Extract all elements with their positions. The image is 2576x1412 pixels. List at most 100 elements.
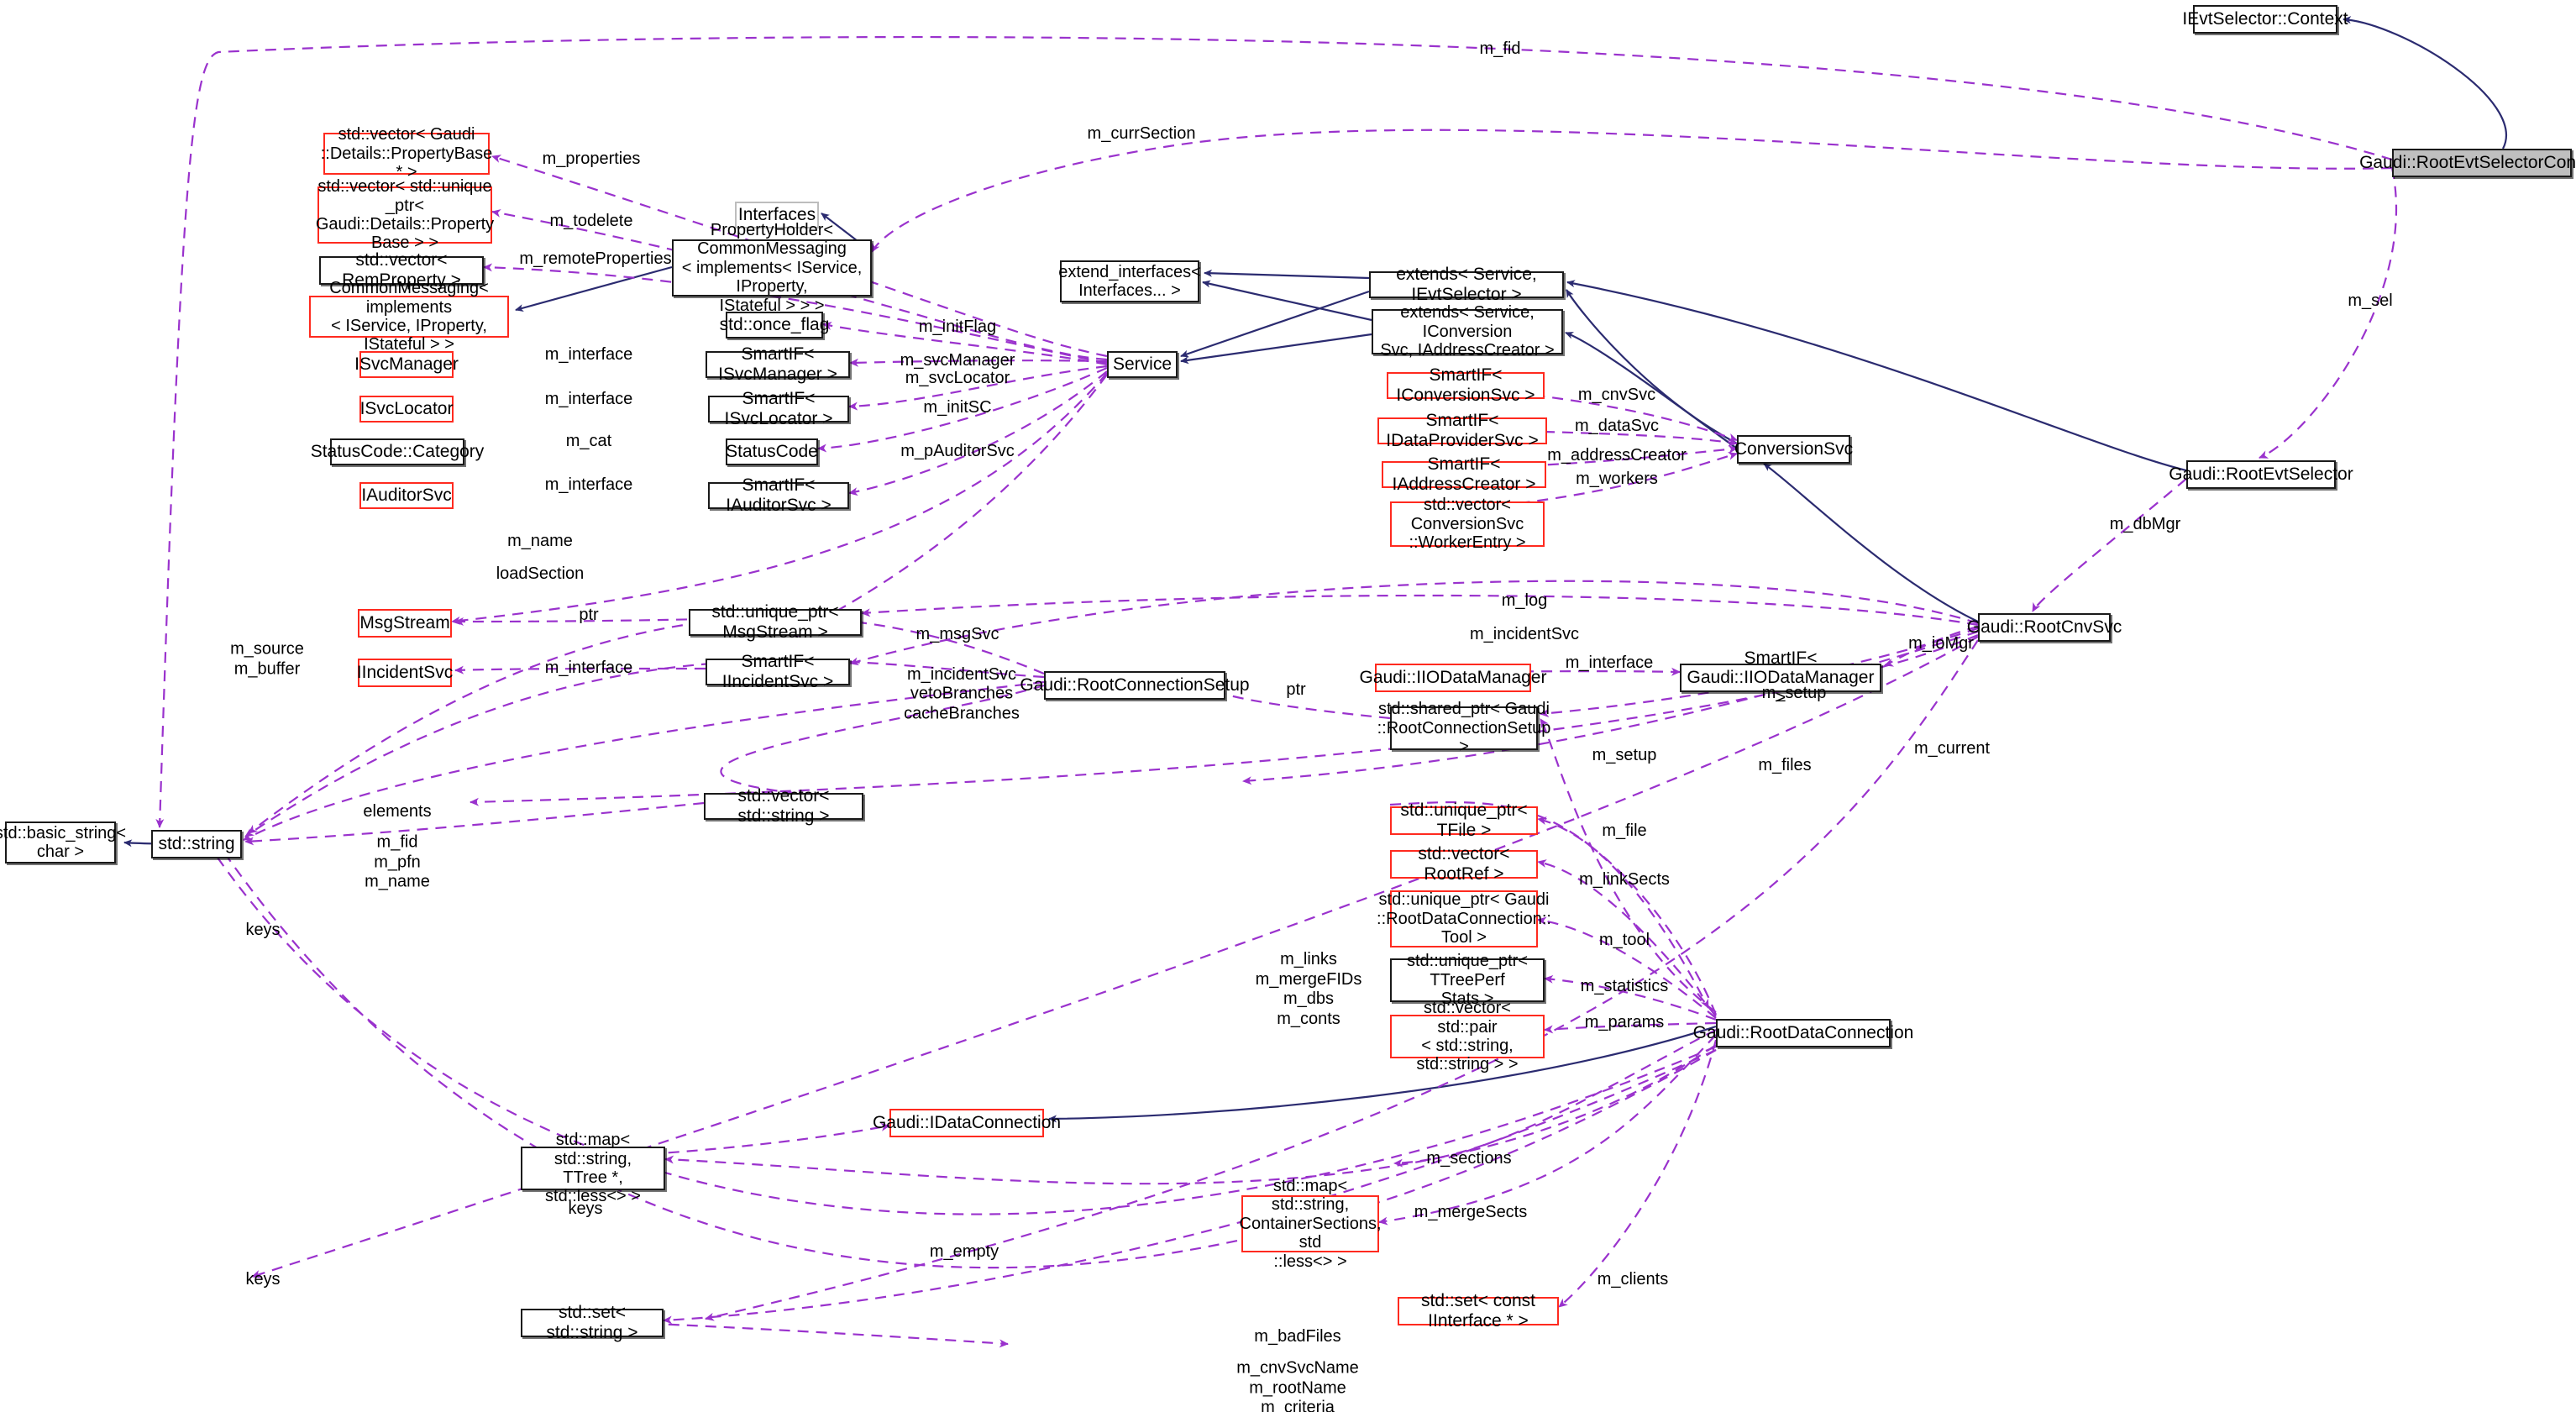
class-node-shared_setup[interactable]: std::shared_ptr< Gaudi ::RootConnectionS… bbox=[1377, 700, 1551, 757]
edge-label-m_links_group: m_links m_mergeFIDs m_dbs m_conts bbox=[1255, 949, 1362, 1028]
edge-label-m_statistics: m_statistics bbox=[1580, 977, 1669, 996]
class-node-statuscode[interactable]: StatusCode bbox=[726, 438, 818, 465]
class-node-isvcmanager[interactable]: ISvcManager bbox=[354, 351, 459, 378]
edge-label-m_interface_5: m_interface bbox=[544, 659, 633, 678]
class-node-set_iface[interactable]: std::set< const IInterface * > bbox=[1398, 1291, 1559, 1331]
edge-label-m_source_buffer: m_source m_buffer bbox=[230, 639, 304, 678]
class-node-ievtsel_ctx[interactable]: IEvtSelector::Context bbox=[2182, 5, 2348, 34]
edge-label-ptr_1: ptr bbox=[579, 606, 599, 625]
edge-label-keys_2: keys bbox=[568, 1199, 603, 1219]
edge-label-keys_1: keys bbox=[245, 921, 281, 940]
class-node-uniq_msgstream[interactable]: std::unique_ptr< MsgStream > bbox=[689, 602, 862, 642]
class-node-rootcnvsvc[interactable]: Gaudi::RootCnvSvc bbox=[1967, 613, 2122, 642]
class-node-map_ttree[interactable]: std::map< std::string, TTree *, std::les… bbox=[521, 1131, 665, 1205]
edge-label-m_mergeSects: m_mergeSects bbox=[1414, 1203, 1528, 1222]
edge-label-loadSection: loadSection bbox=[496, 564, 585, 584]
edge-label-m_initFlag: m_initFlag bbox=[918, 318, 997, 337]
class-node-rootevtselctx[interactable]: Gaudi::RootEvtSelectorContext bbox=[2359, 149, 2576, 177]
class-node-vec_rootref[interactable]: std::vector< RootRef > bbox=[1390, 844, 1538, 884]
edge-label-m_cnvSvc: m_cnvSvc bbox=[1577, 386, 1656, 405]
class-node-vec_uniq_prop[interactable]: std::vector< std::unique _ptr< Gaudi::De… bbox=[315, 177, 495, 253]
class-node-vec_remprop[interactable]: std::vector< RemProperty > bbox=[319, 250, 484, 290]
class-node-isvclocator[interactable]: ISvcLocator bbox=[359, 396, 454, 423]
class-node-once_flag[interactable]: std::once_flag bbox=[720, 312, 829, 339]
edge-label-m_names_group: m_cnvSvcName m_rootName m_criteria bbox=[1236, 1358, 1359, 1412]
class-node-smartif_dpsvc[interactable]: SmartIF< IDataProviderSvc > bbox=[1377, 411, 1547, 450]
class-node-msgstream[interactable]: MsgStream bbox=[358, 609, 452, 638]
class-node-iiodatamgr[interactable]: Gaudi::IIODataManager bbox=[1360, 664, 1546, 692]
edge-label-m_badFiles: m_badFiles bbox=[1254, 1327, 1341, 1346]
class-node-vec_string[interactable]: std::vector< std::string > bbox=[704, 786, 863, 826]
edge-label-m_setup_2: m_setup bbox=[1592, 746, 1657, 765]
edge-label-m_interface_2: m_interface bbox=[544, 390, 633, 409]
edge-label-m_fid_pfn_name: m_fid m_pfn m_name bbox=[365, 832, 430, 891]
edge-label-m_ioMgr: m_ioMgr bbox=[1908, 634, 1974, 654]
class-node-service[interactable]: Service bbox=[1107, 351, 1178, 378]
edge-label-m_interface_3: m_interface bbox=[544, 475, 633, 495]
edge-label-m_setup_1: m_setup bbox=[1761, 684, 1827, 703]
class-node-basic_string[interactable]: std::basic_string< char > bbox=[0, 821, 126, 863]
class-node-ext_evtsel[interactable]: extends< Service, IEvtSelector > bbox=[1369, 265, 1564, 304]
edge-label-m_name: m_name bbox=[507, 532, 573, 551]
edge-label-m_pAuditorSvc: m_pAuditorSvc bbox=[900, 442, 1015, 461]
class-node-conversionsvc[interactable]: ConversionSvc bbox=[1734, 435, 1853, 464]
edge-label-m_svcLocator: m_svcLocator bbox=[905, 369, 1010, 388]
class-node-vec_propbase[interactable]: std::vector< Gaudi ::Details::PropertyBa… bbox=[320, 125, 493, 182]
edge-label-m_incidentSvc_l: m_incidentSvc bbox=[906, 665, 1017, 685]
edge-label-vetoCache: vetoBranches cacheBranches bbox=[904, 684, 1020, 722]
edge-label-m_clients: m_clients bbox=[1597, 1270, 1669, 1289]
edge-label-m_addressCreator: m_addressCreator bbox=[1547, 446, 1687, 465]
edge-label-m_properties: m_properties bbox=[542, 150, 641, 169]
edge-label-m_fid_top: m_fid bbox=[1479, 39, 1521, 59]
edge-label-m_empty: m_empty bbox=[929, 1242, 999, 1262]
class-node-sc_category[interactable]: StatusCode::Category bbox=[311, 438, 484, 465]
edge-label-m_svcManager: m_svcManager bbox=[900, 351, 1015, 370]
edge-label-m_initSC: m_initSC bbox=[923, 398, 992, 417]
class-node-interfaces[interactable]: Interfaces bbox=[735, 202, 819, 228]
edge-label-m_dbMgr: m_dbMgr bbox=[2109, 515, 2181, 534]
class-node-smartif_incident[interactable]: SmartIF< IIncidentSvc > bbox=[706, 652, 850, 691]
class-node-iauditorsvc[interactable]: IAuditorSvc bbox=[359, 482, 454, 509]
edge-label-m_log: m_log bbox=[1501, 591, 1548, 611]
class-node-ext_cnv[interactable]: extends< Service, IConversion Svc, IAddr… bbox=[1372, 303, 1563, 360]
edge-label-m_cat: m_cat bbox=[565, 432, 612, 451]
edge-label-m_sel: m_sel bbox=[2348, 291, 2393, 311]
class-node-vec_worker[interactable]: std::vector< ConversionSvc ::WorkerEntry… bbox=[1390, 496, 1545, 552]
class-node-rootevtselector[interactable]: Gaudi::RootEvtSelector bbox=[2169, 460, 2353, 489]
edge-label-m_files: m_files bbox=[1758, 756, 1812, 775]
class-node-rootconnsetup[interactable]: Gaudi::RootConnectionSetup bbox=[1020, 671, 1250, 700]
edge-label-m_interface_1: m_interface bbox=[544, 345, 633, 365]
edge-label-m_todelete: m_todelete bbox=[549, 212, 633, 231]
class-node-vec_pair[interactable]: std::vector< std::pair < std::string, st… bbox=[1390, 999, 1545, 1073]
class-node-map_contsect[interactable]: std::map< std::string, ContainerSections… bbox=[1239, 1177, 1382, 1271]
edge-label-m_current: m_current bbox=[1913, 739, 1991, 758]
class-node-smartif_svcmgr[interactable]: SmartIF< ISvcManager > bbox=[706, 344, 850, 384]
edge-label-m_sections: m_sections bbox=[1426, 1149, 1512, 1168]
class-node-set_string[interactable]: std::set< std::string > bbox=[521, 1303, 664, 1342]
edge-label-ptr_2: ptr bbox=[1286, 680, 1306, 700]
class-node-commonmsg[interactable]: CommonMessaging< implements < IService, … bbox=[309, 279, 509, 354]
class-node-uniq_treeperf[interactable]: std::unique_ptr< TTreePerf Stats > bbox=[1390, 952, 1545, 1008]
class-node-string[interactable]: std::string bbox=[151, 830, 242, 858]
class-node-idataconn[interactable]: Gaudi::IDataConnection bbox=[873, 1109, 1061, 1137]
class-node-smartif_aud[interactable]: SmartIF< IAuditorSvc > bbox=[708, 475, 849, 515]
class-node-uniq_tool[interactable]: std::unique_ptr< Gaudi ::RootDataConnect… bbox=[1377, 890, 1551, 947]
class-node-iincidentsvc[interactable]: IIncidentSvc bbox=[357, 659, 453, 687]
edge-label-m_dataSvc: m_dataSvc bbox=[1574, 417, 1660, 436]
edge-label-m_remoteProps: m_remoteProperties bbox=[519, 249, 672, 269]
class-node-propertyholder[interactable]: PropertyHolder< CommonMessaging < implem… bbox=[672, 221, 872, 315]
class-node-smartif_cnvsvc[interactable]: SmartIF< IConversionSvc > bbox=[1387, 365, 1545, 405]
class-node-smartif_svcloc[interactable]: SmartIF< ISvcLocator > bbox=[708, 389, 849, 428]
edge-label-m_linkSects: m_linkSects bbox=[1579, 870, 1670, 890]
edge-label-m_params: m_params bbox=[1584, 1013, 1665, 1032]
edge-label-m_incidentSvc_r: m_incidentSvc bbox=[1469, 625, 1580, 644]
edge-label-elements: elements bbox=[363, 802, 432, 821]
class-node-extend_if[interactable]: extend_interfaces< Interfaces... > bbox=[1058, 260, 1201, 302]
edge-label-m_tool: m_tool bbox=[1598, 931, 1650, 950]
class-node-rootdataconn[interactable]: Gaudi::RootDataConnection bbox=[1693, 1019, 1913, 1047]
edge-label-m_currSection: m_currSection bbox=[1087, 124, 1196, 144]
class-node-uniq_tfile[interactable]: std::unique_ptr< TFile > bbox=[1390, 800, 1538, 840]
usage-edges bbox=[155, 35, 2398, 1348]
class-node-smartif_addr[interactable]: SmartIF< IAddressCreator > bbox=[1382, 454, 1546, 494]
